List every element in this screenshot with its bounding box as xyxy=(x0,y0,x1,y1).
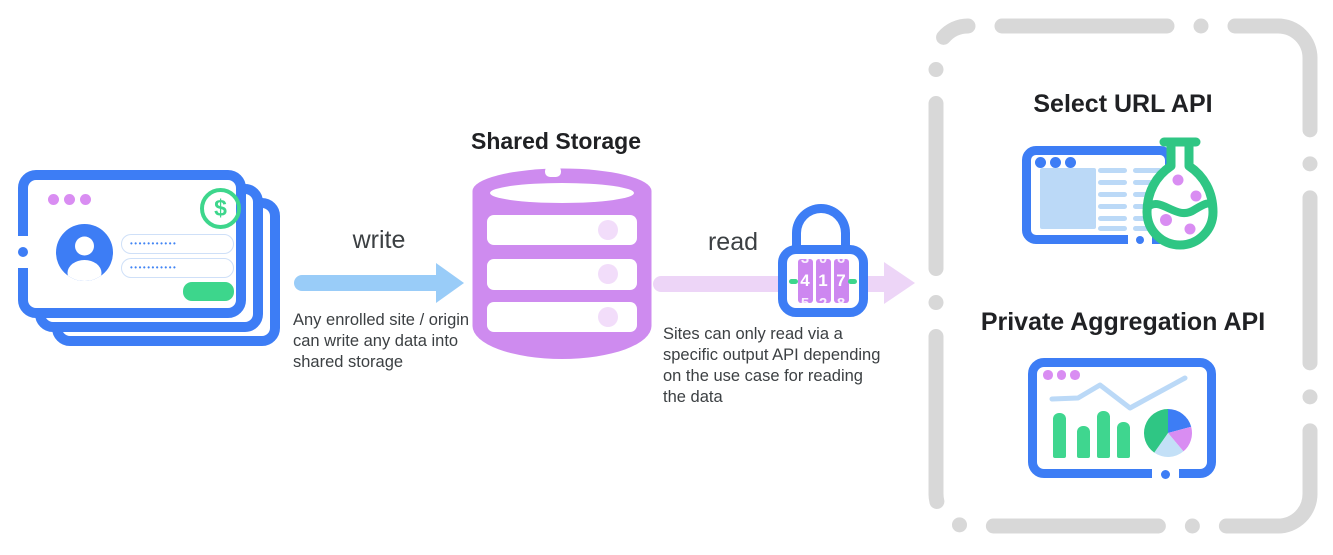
pie-chart-icon xyxy=(1143,409,1192,458)
bar-chart-icon xyxy=(1053,413,1066,458)
select-url-api-title: Select URL API xyxy=(1033,90,1213,118)
password-field: ••••••••••• xyxy=(121,234,234,254)
lock-digit: 4 xyxy=(800,271,810,290)
shared-storage-title: Shared Storage xyxy=(471,128,641,154)
lock-dial: 0 1 2 xyxy=(815,259,831,303)
flask-icon xyxy=(1142,137,1218,250)
read-label: read xyxy=(707,228,759,256)
card-border-dot xyxy=(18,247,28,257)
lock-dial: 3 4 5 xyxy=(797,259,813,303)
dollar-icon: $ xyxy=(200,188,241,229)
lock-dial: 6 7 8 xyxy=(833,259,849,303)
window-border-dot xyxy=(1161,470,1170,479)
lock-shackle xyxy=(792,204,850,252)
lock-digit: 7 xyxy=(836,271,846,290)
private-aggregation-api-title: Private Aggregation API xyxy=(980,308,1266,336)
lock-body: 3 4 5 0 1 2 6 7 8 xyxy=(778,245,868,317)
line-chart-icon xyxy=(1049,375,1188,411)
window-control-dots-icon xyxy=(48,194,91,205)
write-caption: Any enrolled site / origin can write any… xyxy=(293,311,470,371)
content-block xyxy=(1040,168,1096,229)
password-field: ••••••••••• xyxy=(121,258,234,278)
browser-card-front: $ ••••••••••• ••••••••••• xyxy=(18,170,246,318)
write-arrow-head-icon xyxy=(436,263,464,303)
submit-button-shape xyxy=(183,282,234,301)
read-caption: Sites can only read via a specific outpu… xyxy=(663,325,881,406)
lock-dash-left xyxy=(789,278,798,284)
avatar-icon xyxy=(56,224,113,281)
lock-dash-right xyxy=(848,278,857,284)
write-label: write xyxy=(352,226,406,254)
lock-digit: 1 xyxy=(818,271,828,290)
dashboard-icon xyxy=(1028,358,1216,482)
database-icon xyxy=(472,166,652,359)
read-arrow-head-icon xyxy=(884,262,915,304)
window-border-dot xyxy=(1136,236,1144,244)
write-arrow-icon xyxy=(294,275,438,291)
window-control-dots-icon xyxy=(1043,370,1080,380)
window-control-dots-icon xyxy=(1035,157,1076,168)
